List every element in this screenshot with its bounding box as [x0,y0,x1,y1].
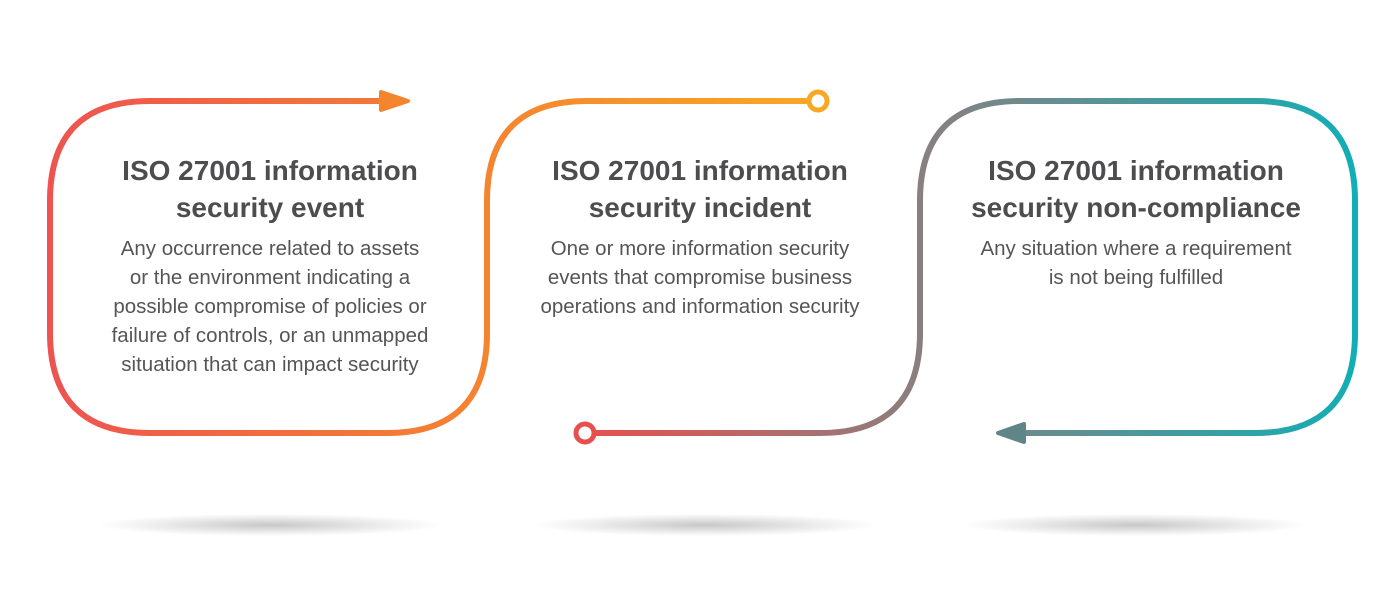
card-shadow [965,514,1305,536]
card-security-event: ISO 27001 information security event Any… [70,152,470,379]
description-line: possible compromise of policies or [113,295,427,318]
description-line: or the environment indicating a [129,266,411,289]
card-shadow [100,514,440,536]
event-loop-line [47,98,490,436]
card-title: ISO 27001 information security event [70,152,470,226]
card-security-noncompliance: ISO 27001 information security non-compl… [936,152,1336,292]
description-line: One or more information security [550,237,850,260]
description-line: is not being fulfilled [1048,266,1224,289]
card-description: Any situation where a requirement is not… [936,234,1336,292]
circle-start-icon [573,421,597,445]
circle-end-icon [806,89,830,113]
description-line: failure of controls, or an unmapped [111,324,429,347]
title-line: security non-compliance [971,192,1301,223]
card-shadow [535,514,875,536]
description-line: Any situation where a requirement [980,237,1292,260]
description-line: situation that can impact security [121,353,419,376]
noncompliance-loop-line [591,98,1358,436]
title-line: security incident [588,192,812,223]
title-line: security event [175,192,365,223]
card-title: ISO 27001 information security non-compl… [936,152,1336,226]
card-description: One or more information security events … [500,234,900,321]
title-line: ISO 27001 information [122,155,418,186]
card-title: ISO 27001 information security incident [500,152,900,226]
title-line: ISO 27001 information [988,155,1284,186]
card-security-incident: ISO 27001 information security incident … [500,152,900,321]
arrow-right-icon [379,90,410,112]
arrow-left-icon [996,422,1026,444]
description-line: events that compromise business [547,266,853,289]
title-line: ISO 27001 information [552,155,848,186]
description-line: operations and information security [540,295,860,318]
incident-top-line [484,98,812,275]
card-description: Any occurrence related to assets or the … [70,234,470,379]
description-line: Any occurrence related to assets [120,237,420,260]
